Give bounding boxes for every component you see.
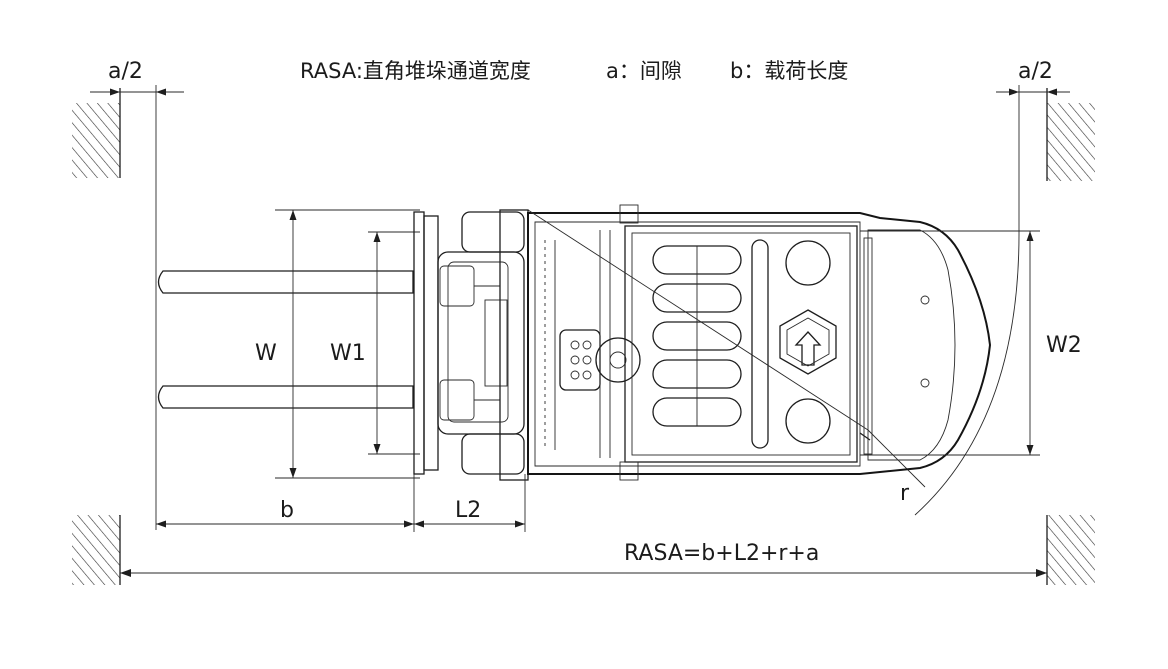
truck-body (527, 204, 992, 481)
label-r: r (900, 481, 910, 506)
dimension-W (275, 209, 420, 479)
label-a-half-left: a/2 (108, 59, 143, 84)
label-rasa-formula: RASA=b+L2+r+a (624, 541, 819, 566)
title-a-definition: a：间隙 (606, 59, 682, 83)
fork-carriage (413, 209, 529, 481)
dimension-b (156, 474, 415, 532)
wall-bottom-right (1046, 515, 1095, 585)
title-rasa: RASA:直角堆垛通道宽度 (300, 59, 531, 83)
dimension-W1 (368, 231, 420, 455)
wall-top-left (72, 88, 121, 178)
title-b-definition: b：载荷长度 (730, 59, 848, 83)
fork-upper (157, 270, 414, 294)
turning-radius-arc (914, 229, 1020, 516)
dimension-L2 (414, 474, 526, 532)
dimension-W2 (860, 230, 1040, 456)
label-W2: W2 (1046, 333, 1082, 358)
dimension-a-half-left (90, 85, 184, 530)
fork-lower (157, 385, 414, 409)
wall-top-right (1046, 88, 1095, 181)
label-W1: W1 (330, 341, 366, 366)
label-W: W (255, 341, 277, 366)
radius-line (867, 429, 926, 488)
dimension-rasa (120, 569, 1047, 577)
wall-bottom-left (72, 515, 121, 585)
label-b: b (280, 498, 294, 523)
label-a-half-right: a/2 (1018, 59, 1053, 84)
dimension-a-half-right (996, 85, 1070, 230)
label-L2: L2 (455, 498, 481, 523)
